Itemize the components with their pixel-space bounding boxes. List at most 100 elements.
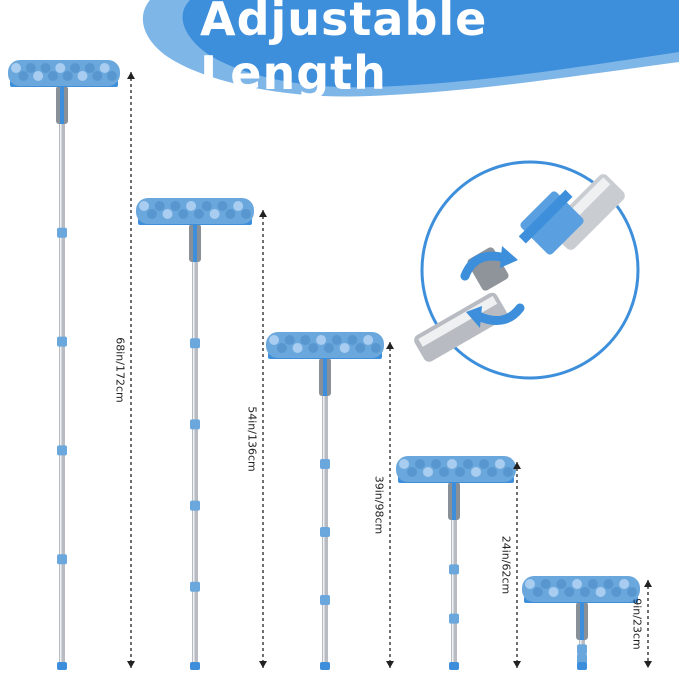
chenille-tuft xyxy=(611,587,622,597)
mop-neck xyxy=(323,358,327,396)
chenille-tuft xyxy=(439,467,449,477)
chenille-tuft xyxy=(170,201,181,211)
chenille-tuft xyxy=(627,587,637,597)
chenille-tuft xyxy=(193,209,204,219)
chenille-tuft xyxy=(415,459,425,469)
pole-joint xyxy=(320,595,330,605)
chenille-tuft xyxy=(525,579,535,589)
chenille-tuft xyxy=(33,71,44,81)
chenille-tuft xyxy=(308,343,319,353)
rotate-arrows-icon xyxy=(460,246,525,328)
chenille-tuft xyxy=(55,63,66,73)
length-label: 54in/136cm xyxy=(245,406,259,472)
pole-joint xyxy=(190,338,200,349)
length-label: 39in/98cm xyxy=(372,475,386,535)
chenille-tuft xyxy=(162,209,173,219)
pole-end-cap xyxy=(320,662,330,670)
arrow-down-icon xyxy=(513,661,521,668)
arrow-up-icon xyxy=(127,72,135,79)
mop-neck xyxy=(193,224,197,262)
chenille-tuft xyxy=(276,343,287,353)
chenille-tuft xyxy=(217,201,228,211)
arrow-up-icon xyxy=(259,210,267,217)
pole-joint xyxy=(320,459,330,469)
length-label: 68in/172cm xyxy=(113,337,127,403)
chenille-tuft xyxy=(77,71,88,81)
pole-joint xyxy=(57,227,67,238)
chenille-tuft xyxy=(316,335,327,345)
chenille-tuft xyxy=(40,63,51,73)
arrow-up-icon xyxy=(513,462,521,469)
chenille-tuft xyxy=(139,201,149,211)
chenille-tuft xyxy=(323,343,334,353)
chenille-tuft xyxy=(447,459,457,469)
chenille-tuft xyxy=(241,209,251,219)
pole-joint xyxy=(449,613,459,624)
chenille-tuft xyxy=(47,71,58,81)
pole-joint xyxy=(577,653,587,664)
chenille-tuft xyxy=(587,579,598,589)
chenille-tuft xyxy=(269,335,279,345)
pole-highlight xyxy=(60,124,62,668)
chenille-tuft xyxy=(25,63,36,73)
chenille-tuft xyxy=(572,579,583,589)
chenille-tuft xyxy=(495,459,505,469)
pole-end-cap xyxy=(449,662,459,670)
chenille-tuft xyxy=(564,587,575,597)
pole-joint xyxy=(190,581,200,592)
chenille-tuft xyxy=(603,579,614,589)
chenille-tuft xyxy=(619,579,630,589)
chenille-tuft xyxy=(463,459,473,469)
length-label: 9in/23cm xyxy=(630,598,644,650)
pole-highlight xyxy=(193,262,195,668)
mop-pole xyxy=(59,124,65,668)
chenille-tuft xyxy=(331,335,342,345)
chenille-tuft xyxy=(154,201,165,211)
arrow-down-icon xyxy=(259,661,267,668)
arrow-down-icon xyxy=(644,661,652,668)
length-label: 24in/62cm xyxy=(499,535,513,595)
chenille-tuft xyxy=(186,201,197,211)
pole-end-cap xyxy=(57,662,67,670)
chenille-tuft xyxy=(487,467,497,477)
chenille-tuft xyxy=(579,587,590,597)
mop-pole xyxy=(451,520,457,668)
mop-pole xyxy=(192,262,198,668)
chenille-tuft xyxy=(284,335,295,345)
pole-joint xyxy=(449,564,459,575)
chenille-tuft xyxy=(62,71,73,81)
pole-joint xyxy=(320,527,330,537)
mop-neck xyxy=(452,482,456,520)
arrow-down-icon xyxy=(386,661,394,668)
arrow-up-icon xyxy=(386,342,394,349)
chenille-tuft xyxy=(178,209,189,219)
pole-joint xyxy=(57,554,67,565)
chenille-tuft xyxy=(540,579,551,589)
mop-neck xyxy=(60,86,64,124)
twist-lock-inset xyxy=(414,160,640,380)
chenille-tuft xyxy=(548,587,559,597)
chenille-tuft xyxy=(107,71,117,81)
pole-end-cap xyxy=(577,662,587,670)
chenille-tuft xyxy=(355,343,366,353)
connector-cap xyxy=(518,189,584,255)
chenille-tuft xyxy=(292,343,303,353)
chenille-tuft xyxy=(225,209,236,219)
chenille-tuft xyxy=(201,201,212,211)
chenille-tuft xyxy=(423,467,433,477)
chenille-tuft xyxy=(70,63,81,73)
pole-joint xyxy=(190,419,200,430)
pole-highlight xyxy=(452,520,454,668)
pole-joint xyxy=(577,644,587,655)
mop-neck xyxy=(580,602,584,640)
chenille-tuft xyxy=(595,587,606,597)
chenille-tuft xyxy=(99,63,110,73)
chenille-tuft xyxy=(532,587,543,597)
chenille-tuft xyxy=(18,71,29,81)
chenille-tuft xyxy=(347,335,358,345)
arrow-down-icon xyxy=(127,661,135,668)
chenille-tuft xyxy=(339,343,350,353)
pole-joint xyxy=(190,500,200,511)
chenille-tuft xyxy=(503,467,513,477)
